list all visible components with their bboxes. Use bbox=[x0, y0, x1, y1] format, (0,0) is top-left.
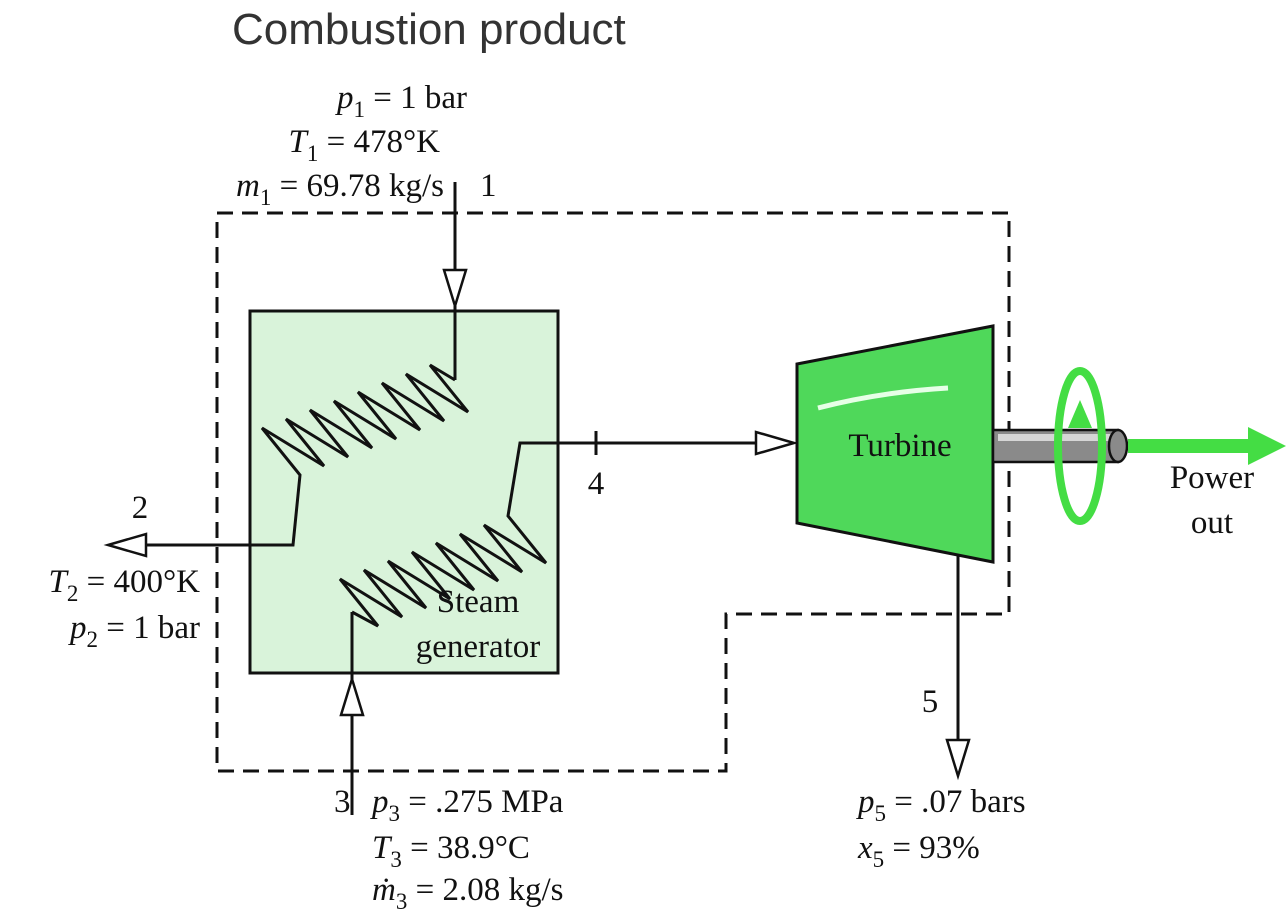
turbine-inlet-arrow-icon bbox=[754, 430, 799, 456]
state-5-quality: x5 = 93% bbox=[857, 830, 980, 872]
control-volume-boundary bbox=[215, 211, 1011, 773]
steam-generator-label-line2: generator bbox=[416, 629, 541, 665]
state-1-number: 1 bbox=[480, 168, 497, 204]
exhaust-line bbox=[945, 554, 971, 781]
state-1-mass-flow: m1 = 69.78 kg/s bbox=[236, 168, 444, 210]
water-steam-line bbox=[338, 430, 799, 815]
inlet-1-arrow-icon bbox=[442, 268, 468, 311]
power-out-label-line2: out bbox=[1191, 505, 1233, 541]
inlet-3-arrow-icon bbox=[339, 674, 365, 717]
state-1-temperature: T1 = 478°K bbox=[289, 124, 441, 166]
arrow-right-icon bbox=[1128, 427, 1286, 465]
state-3-number: 3 bbox=[334, 784, 351, 820]
state-5-pressure: p5 = .07 bars bbox=[856, 784, 1026, 826]
circular-arrow-icon bbox=[1054, 367, 1106, 525]
power-out-label-line1: Power bbox=[1170, 460, 1254, 496]
combustion-gas-line bbox=[103, 182, 470, 558]
state-1-pressure: p1 = 1 bar bbox=[335, 80, 467, 122]
steam-generator-box bbox=[248, 309, 560, 675]
diagram-title: Combustion product bbox=[232, 5, 626, 54]
turbine-body bbox=[795, 324, 995, 564]
state-3-mass-flow: ṁ3 = 2.08 kg/s bbox=[372, 872, 563, 914]
steam-generator-label-line1: Steam bbox=[437, 584, 520, 620]
outlet-2-arrow-icon bbox=[103, 532, 148, 558]
state-2-temperature: T2 = 400°K bbox=[49, 564, 201, 606]
turbine-highlight bbox=[817, 385, 949, 411]
state-5-number: 5 bbox=[922, 684, 939, 720]
state-3-temperature: T3 = 38.9°C bbox=[372, 830, 530, 872]
state-3-pressure: p3 = .275 MPa bbox=[370, 784, 564, 826]
state-4-number: 4 bbox=[588, 466, 605, 502]
outlet-5-arrow-icon bbox=[945, 738, 971, 781]
turbine-label: Turbine bbox=[848, 428, 951, 464]
state-2-pressure: p2 = 1 bar bbox=[68, 610, 200, 652]
state-2-number: 2 bbox=[132, 490, 149, 526]
